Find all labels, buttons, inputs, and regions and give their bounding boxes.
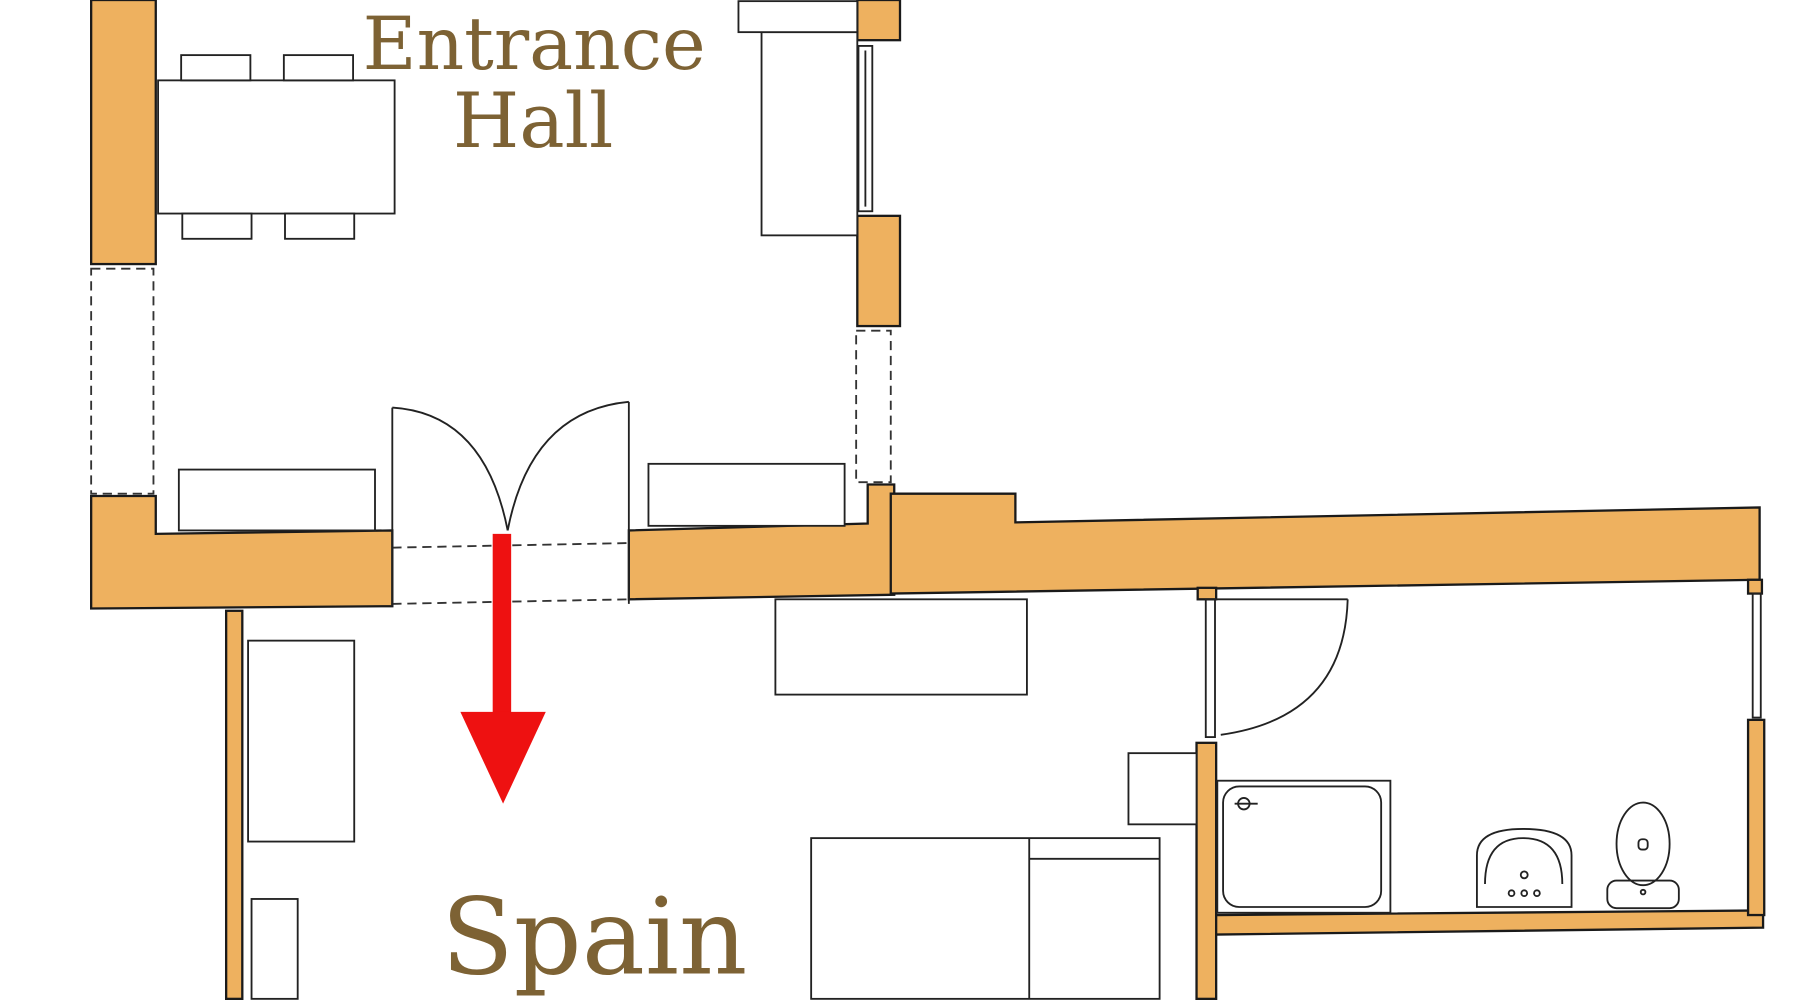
shower-icon	[1216, 779, 1392, 914]
bathroom-window-jamb	[1746, 578, 1764, 595]
right-wall-top	[856, 0, 902, 42]
corridor-wall	[889, 492, 1761, 595]
sink-icon	[1476, 828, 1573, 908]
entrance-hall-label: Entrance	[363, 2, 706, 87]
chest	[250, 898, 299, 1000]
shelf	[737, 0, 859, 34]
bedroom-left-wall	[224, 609, 244, 1000]
chair	[284, 212, 356, 240]
dining-table	[157, 79, 396, 215]
bathroom-door-jamb	[1196, 586, 1218, 601]
chair	[180, 54, 252, 82]
right-wall-mid	[856, 214, 902, 328]
windows	[90, 45, 1762, 739]
desk	[774, 598, 1028, 696]
bathroom-right-wall	[1746, 718, 1766, 917]
chair	[181, 212, 253, 240]
cabinet	[760, 31, 859, 237]
bathroom-bottom-wall	[1215, 909, 1765, 936]
bench-right	[647, 462, 846, 527]
entrance-hall-label-line2: Hall	[453, 76, 614, 165]
bedroom-label-spain: Spain	[441, 876, 747, 999]
bench-left	[177, 468, 376, 532]
bathroom-left-wall	[1195, 741, 1218, 1000]
entrance-doors	[391, 400, 1349, 736]
left-wall	[89, 0, 157, 266]
nightstand	[1127, 752, 1198, 826]
wardrobe	[247, 639, 356, 843]
bed	[810, 837, 1161, 1000]
furniture	[157, 0, 1198, 1000]
chair	[282, 54, 354, 82]
toilet-icon	[1606, 801, 1680, 910]
walls	[89, 0, 1766, 1000]
arrow-down-icon	[460, 533, 546, 804]
